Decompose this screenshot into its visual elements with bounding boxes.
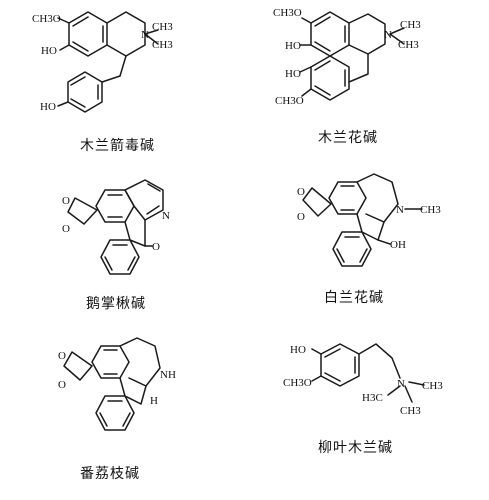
- methyl-label: CH3: [422, 380, 443, 392]
- methylenedioxy-ring: [67, 197, 98, 225]
- methyl-label: CH3: [400, 19, 421, 31]
- benzene-ring: [68, 11, 108, 57]
- aromatic-ring: [91, 345, 130, 379]
- structure-magnocurarine: CH3O HO N CH3 CH3 HO: [32, 11, 173, 113]
- structure-liriodenine: O O N O: [62, 179, 170, 275]
- nitrogen-label: N: [396, 204, 404, 216]
- methyl-label: CH3: [398, 39, 419, 51]
- methoxy-label: CH3O: [283, 377, 312, 389]
- nitrogen-label: N: [397, 378, 405, 390]
- aromatic-ring-top: [310, 11, 350, 57]
- pyridine-ring: [124, 179, 164, 221]
- hydroxy-label: HO: [285, 68, 301, 80]
- nitrogen-label: N: [141, 29, 149, 41]
- compound-name: 柳叶木兰碱: [318, 439, 393, 456]
- amine-label: NH: [160, 369, 176, 381]
- oxygen-label: O: [297, 186, 305, 198]
- structure-magnoflorine: CH3O HO HO CH3O N CH3 CH3: [273, 7, 421, 107]
- methoxy-label: CH3O: [273, 7, 302, 19]
- methoxy-label: CH3O: [32, 13, 61, 25]
- methyl-label: CH3: [400, 405, 421, 417]
- oxygen-label: O: [58, 379, 66, 391]
- aromatic-ring-bottom: [310, 55, 350, 101]
- compound-name: 番荔枝碱: [80, 466, 140, 482]
- aromatic-ring: [328, 181, 367, 215]
- nitrogen-label: N: [162, 210, 170, 222]
- hydroxy-label: HO: [41, 45, 57, 57]
- benzene-ring: [332, 231, 372, 267]
- oxygen-label: O: [62, 195, 70, 207]
- methyl-label: CH3: [152, 21, 173, 33]
- methylenedioxy-ring: [63, 351, 93, 381]
- structure-michelalbine: O O N CH3 OH: [297, 173, 441, 267]
- methoxy-label: CH3O: [275, 95, 304, 107]
- oxygen-label: O: [62, 223, 70, 235]
- hydroxy-label: HO: [290, 344, 306, 356]
- oxygen-label: O: [297, 211, 305, 223]
- nitrogen-label: N: [384, 29, 392, 41]
- compound-name: 鹅掌楸碱: [86, 295, 146, 312]
- hydroxy-label: OH: [390, 239, 406, 251]
- methyl-label: H3C: [362, 392, 383, 404]
- methyl-label: CH3: [152, 39, 173, 51]
- compound-name: 木兰花碱: [318, 130, 378, 146]
- methyl-label: CH3: [420, 204, 441, 216]
- phenol-hydroxy-label: HO: [40, 101, 56, 113]
- structure-salicifoline: HO CH3O N H3C CH3 CH3: [283, 343, 443, 417]
- phenol-ring: [67, 71, 103, 113]
- carbonyl-oxygen-label: O: [152, 241, 160, 253]
- benzene-ring: [100, 239, 140, 275]
- hydrogen-label: H: [150, 395, 158, 407]
- methylenedioxy-ring: [302, 187, 332, 217]
- benzene-ring: [320, 343, 360, 387]
- benzene-ring: [95, 395, 135, 431]
- structure-anonaine: O O NH H: [58, 337, 176, 431]
- oxygen-label: O: [58, 350, 66, 362]
- hydroxy-label: HO: [285, 40, 301, 52]
- compound-name: 白兰花碱: [324, 290, 384, 306]
- compound-name: 木兰箭毒碱: [80, 137, 155, 154]
